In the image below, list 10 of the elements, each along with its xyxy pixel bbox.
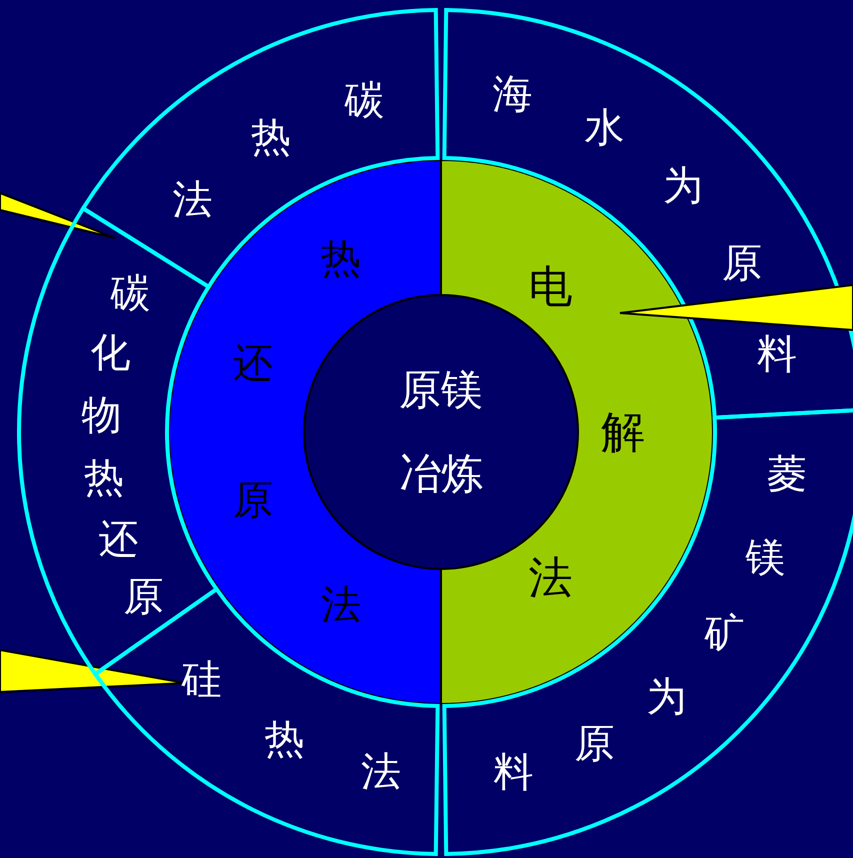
ring-segment (168, 159, 442, 705)
arc-label: 硅热法 (181, 657, 402, 795)
arc-label: 碳化物热还原 (81, 270, 164, 620)
pointer-triangle (0, 192, 116, 239)
arc-label: 碳热法 (172, 78, 384, 224)
arc-label: 电解法 (528, 261, 645, 603)
arc-label: 热还原法 (233, 236, 361, 628)
outer-segment (442, 408, 853, 856)
center-label: 原镁冶炼 (398, 364, 484, 500)
pointer-triangle (619, 284, 853, 332)
